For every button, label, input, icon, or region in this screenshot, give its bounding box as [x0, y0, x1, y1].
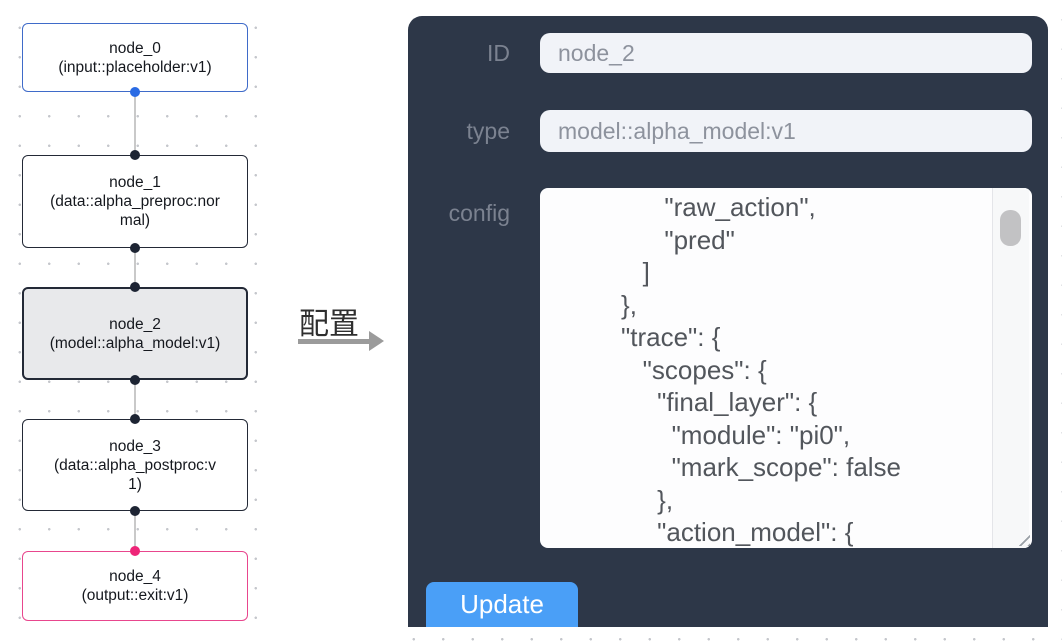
config-json-textarea[interactable]: "raw_action", "pred" ] }, "trace": { "sc…	[540, 188, 1032, 548]
port-dot-node3-in[interactable]	[130, 414, 140, 424]
config-field-label: config	[448, 200, 510, 226]
node-name: node_2	[109, 315, 161, 333]
port-dot-node1-out[interactable]	[130, 243, 140, 253]
update-button[interactable]: Update	[426, 582, 578, 627]
edge-node1-node2	[134, 248, 136, 287]
scrollbar-track[interactable]	[992, 188, 1029, 548]
port-dot-node3-out[interactable]	[130, 506, 140, 516]
config-json-text: "raw_action", "pred" ] }, "trace": { "sc…	[621, 192, 902, 547]
flow-node-0[interactable]: node_0 (input::placeholder:v1)	[22, 23, 248, 92]
edge-node3-node4	[134, 511, 136, 551]
node-config-panel: ID type config "raw_action", "pred" ] },…	[408, 16, 1048, 627]
node-name: node_0	[109, 39, 161, 57]
flow-node-2-selected[interactable]: node_2 (model::alpha_model:v1)	[22, 287, 248, 380]
scrollbar-thumb[interactable]	[1000, 210, 1021, 246]
port-dot-node0-out[interactable]	[130, 87, 140, 97]
node-name: node_4	[109, 568, 161, 585]
flow-node-4[interactable]: node_4 (output::exit:v1)	[22, 551, 248, 621]
node-type: (data::alpha_postproc:v1)	[54, 456, 216, 493]
flow-node-3[interactable]: node_3 (data::alpha_postproc:v1)	[22, 419, 248, 511]
right-arrow-shaft	[298, 339, 370, 344]
type-input[interactable]	[540, 110, 1032, 152]
node-name: node_1	[109, 174, 161, 191]
port-dot-node2-in[interactable]	[130, 282, 140, 292]
port-dot-node2-out[interactable]	[130, 375, 140, 385]
id-input[interactable]	[540, 33, 1032, 73]
node-type: (model::alpha_model:v1)	[49, 334, 221, 352]
node-name: node_3	[109, 437, 161, 455]
configure-label: 配置	[299, 308, 359, 341]
node-type: (data::alpha_preproc:normal)	[50, 193, 220, 229]
port-dot-node4-in[interactable]	[130, 546, 140, 556]
id-field-label: ID	[487, 40, 510, 66]
right-arrow-icon	[369, 331, 384, 351]
node-type: (input::placeholder:v1)	[58, 58, 212, 76]
flow-node-1[interactable]: node_1 (data::alpha_preproc:normal)	[22, 155, 248, 248]
node-type: (output::exit:v1)	[81, 587, 189, 604]
edge-node0-node1	[134, 92, 136, 155]
edge-node2-node3	[134, 380, 136, 419]
type-field-label: type	[466, 118, 510, 144]
port-dot-node1-in[interactable]	[130, 150, 140, 160]
